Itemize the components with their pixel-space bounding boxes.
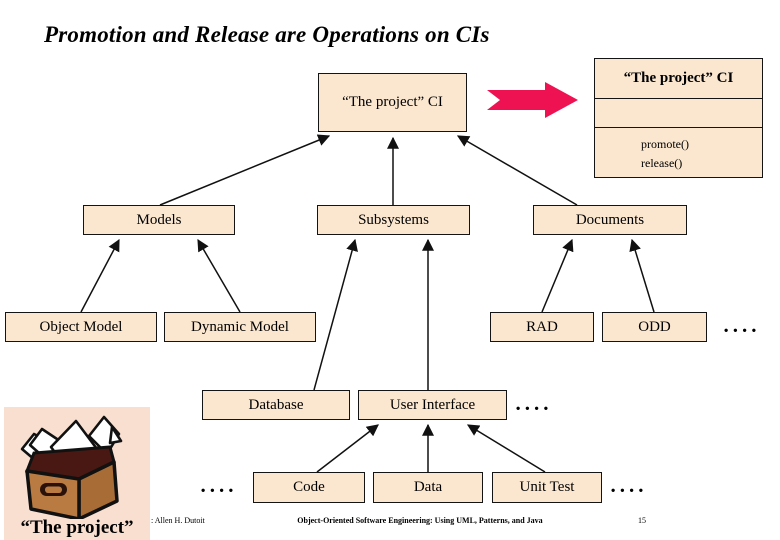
slide-title: Promotion and Release are Operations on … [44, 22, 490, 47]
node-models: Models [83, 205, 235, 235]
node-code: Code [253, 472, 365, 503]
node-label: RAD [526, 318, 558, 335]
node-label: Documents [575, 211, 645, 228]
node-object-model: Object Model [5, 312, 157, 342]
footer-book-title: Object-Oriented Software Engineering: Us… [297, 516, 543, 525]
node-the-project-ci: “The project” CI [318, 73, 467, 132]
node-label: Data [413, 479, 443, 495]
node-database: Database [202, 390, 350, 420]
node-label: Dynamic Model [191, 318, 289, 335]
node-label: User Interface [389, 396, 476, 413]
node-label: Unit Test [519, 479, 575, 495]
ellipsis-documents: .... [723, 312, 761, 337]
uml-class-box: “The project” CI promote() release() [594, 58, 763, 178]
clipart-caption: “The project” [20, 517, 134, 538]
promote-arrow-icon [487, 82, 578, 118]
node-user-interface: User Interface [358, 390, 507, 420]
node-subsystems: Subsystems [317, 205, 470, 235]
node-label: Code [293, 479, 325, 495]
footer-page-number: 15 [638, 516, 646, 525]
uml-class-operations: promote() release() [595, 128, 762, 177]
node-label: “The project” CI [342, 94, 443, 110]
node-rad: RAD [490, 312, 594, 342]
uml-class-attributes [595, 99, 762, 128]
ellipsis-unit-test-right: .... [610, 473, 648, 497]
uml-class-title: “The project” CI [595, 59, 762, 99]
node-label: Database [248, 396, 304, 413]
node-label: ODD [638, 318, 671, 335]
project-clipart: “The project” [4, 407, 150, 540]
cardboard-box-icon [20, 415, 123, 519]
node-documents: Documents [533, 205, 687, 235]
node-label: Models [136, 211, 182, 228]
node-data: Data [373, 472, 483, 503]
node-label: Subsystems [358, 211, 429, 228]
node-label: Object Model [39, 318, 123, 335]
footer-author: : Allen H. Dutoit [151, 516, 205, 525]
node-unit-test: Unit Test [492, 472, 602, 503]
ellipsis-subsystems: .... [515, 390, 553, 415]
ellipsis-code-left: .... [200, 473, 238, 497]
node-odd: ODD [602, 312, 707, 342]
uml-operation-promote: promote() [641, 137, 689, 151]
node-dynamic-model: Dynamic Model [164, 312, 316, 342]
uml-operation-release: release() [641, 156, 683, 170]
